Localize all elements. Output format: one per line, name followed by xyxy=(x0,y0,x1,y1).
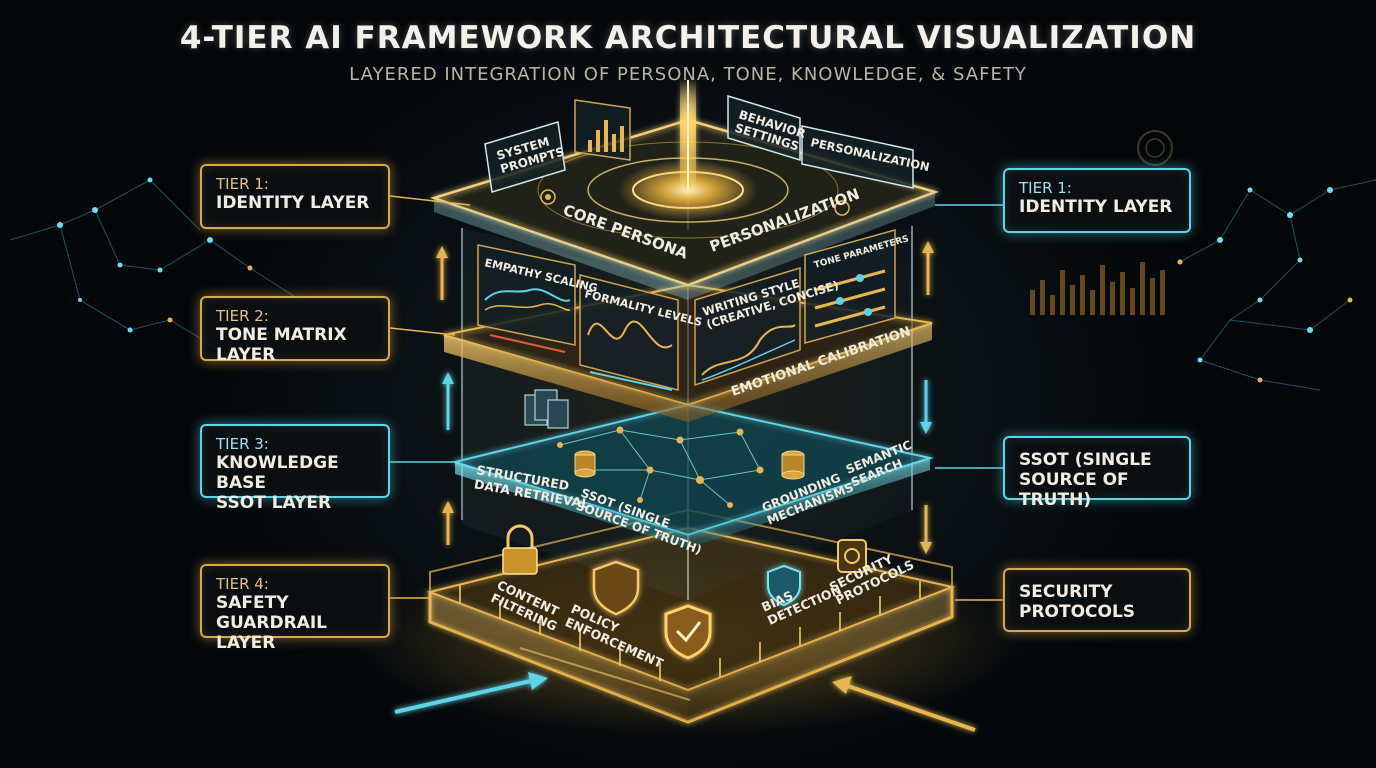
bar-chart-icon xyxy=(588,120,624,152)
callout-tier1-left: TIER 1: IDENTITY LAYER xyxy=(200,164,390,229)
tier2-panels xyxy=(477,229,896,391)
callout-layer-name: SAFETY GUARDRAIL LAYER xyxy=(216,593,327,653)
page-title: 4-TIER AI FRAMEWORK ARCHITECTURAL VISUAL… xyxy=(179,20,1197,56)
shield-icon xyxy=(592,560,640,616)
tier1-floating-cards xyxy=(484,94,914,193)
callout-tier3-left: TIER 3: KNOWLEDGE BASE SSOT LAYER xyxy=(200,424,390,513)
callout-tier-label: TIER 4: xyxy=(216,575,269,593)
document-icon xyxy=(524,389,569,429)
callout-ssot-right: SSOT (SINGLE SOURCE OF TRUTH) xyxy=(1003,436,1191,510)
callout-connectors xyxy=(389,195,1003,601)
shield-check-icon xyxy=(664,604,712,660)
tier3-platform xyxy=(451,389,934,548)
lock-icon xyxy=(502,524,538,575)
callout-tier4-left: TIER 4: SAFETY GUARDRAIL LAYER xyxy=(200,564,390,653)
callout-tier-label: TIER 3: xyxy=(216,435,269,453)
background-target xyxy=(1137,130,1173,166)
callout-layer-name: SECURITY PROTOCOLS xyxy=(1019,582,1136,622)
background-network-nodes xyxy=(57,177,1333,363)
page-subtitle: LAYERED INTEGRATION OF PERSONA, TONE, KN… xyxy=(349,64,1027,85)
callout-tier2-left: TIER 2: TONE MATRIX LAYER xyxy=(200,296,390,365)
background-bar-chart xyxy=(1030,262,1165,315)
tier2-platform xyxy=(443,229,933,422)
shield-icon-blue xyxy=(767,564,801,607)
callout-security-right: SECURITY PROTOCOLS xyxy=(1003,568,1191,632)
callout-tier-label: TIER 2: xyxy=(216,307,269,325)
callout-layer-name: SSOT (SINGLE SOURCE OF TRUTH) xyxy=(1019,450,1152,510)
callout-tier1-right: TIER 1: IDENTITY LAYER xyxy=(1003,168,1191,233)
callout-layer-name: KNOWLEDGE BASE SSOT LAYER xyxy=(216,453,339,513)
database-icon xyxy=(574,450,805,480)
callout-layer-name: IDENTITY LAYER xyxy=(1019,197,1173,217)
background-network xyxy=(9,179,1376,391)
background-network-gold-nodes xyxy=(167,259,1353,383)
security-icon xyxy=(837,539,867,573)
callout-tier-label: TIER 1: xyxy=(216,175,269,193)
callout-layer-name: IDENTITY LAYER xyxy=(216,193,370,213)
callout-layer-name: TONE MATRIX LAYER xyxy=(216,325,347,365)
flow-arrows xyxy=(394,241,976,732)
callout-tier-label: TIER 1: xyxy=(1019,179,1072,197)
